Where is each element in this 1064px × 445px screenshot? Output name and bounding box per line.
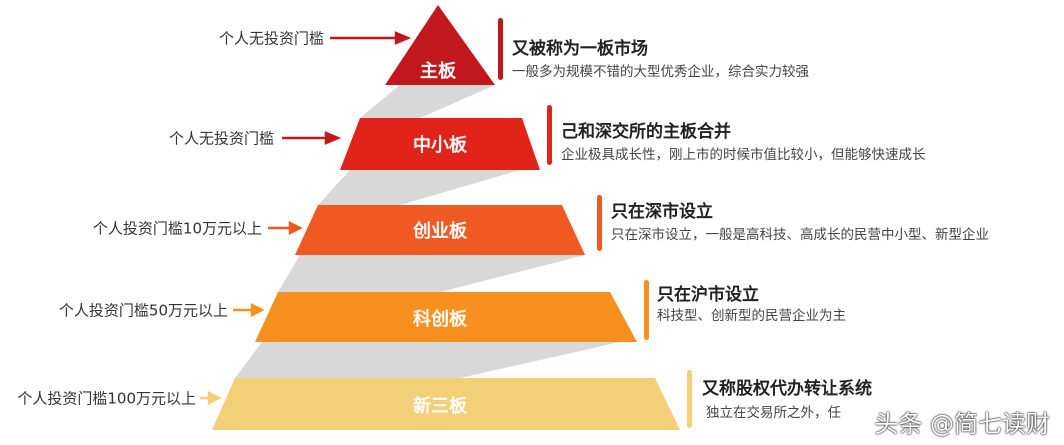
tier-desc: 独立在交易所之外，任 xyxy=(706,405,841,421)
connector xyxy=(235,342,620,378)
connector xyxy=(278,255,585,292)
tier-label: 新三板 xyxy=(413,396,467,417)
tier-label: 主板 xyxy=(420,61,456,82)
tier-label: 科创板 xyxy=(413,309,467,330)
tier-desc: 企业极具成长性，刚上市的时候市值比较小，但能够快速成长 xyxy=(561,147,926,163)
tier-title: 己和深交所的主板合并 xyxy=(561,122,731,142)
connector xyxy=(318,170,520,205)
tier-title: 又称股权代办转让系统 xyxy=(702,379,872,399)
accent-bar xyxy=(498,18,503,80)
watermark: 头条 @简七读财 xyxy=(874,410,1050,438)
tier-title: 只在沪市设立 xyxy=(657,285,759,305)
tier-title: 只在深市设立 xyxy=(611,202,713,222)
accent-bar xyxy=(597,195,602,251)
accent-bar xyxy=(687,370,692,428)
tier-shape-0 xyxy=(385,5,495,85)
tier-desc: 只在深市设立，一般是高科技、高成长的民营中小型、新型企业 xyxy=(611,227,989,243)
threshold-label: 个人投资门槛100万元以上 xyxy=(17,389,196,408)
threshold-label: 个人投资门槛50万元以上 xyxy=(58,301,228,320)
tier-title: 又被称为一板市场 xyxy=(512,39,648,59)
connector xyxy=(360,85,495,118)
tier-shape-1 xyxy=(340,118,540,170)
accent-bar xyxy=(547,105,552,165)
tier-desc: 科技型、创新型的民营企业为主 xyxy=(657,308,846,324)
tier-shape-4 xyxy=(212,378,680,430)
tier-label: 创业板 xyxy=(413,221,467,242)
tier-desc: 一般多为规模不错的大型优秀企业，综合实力较强 xyxy=(512,64,809,80)
threshold-label: 个人无投资门槛 xyxy=(218,29,324,48)
tier-shape-2 xyxy=(295,205,585,255)
threshold-label: 个人投资门槛10万元以上 xyxy=(92,219,262,238)
tier-label: 中小板 xyxy=(413,135,467,156)
threshold-label: 个人无投资门槛 xyxy=(168,129,274,148)
accent-bar xyxy=(644,280,649,340)
tier-shape-3 xyxy=(255,292,637,342)
